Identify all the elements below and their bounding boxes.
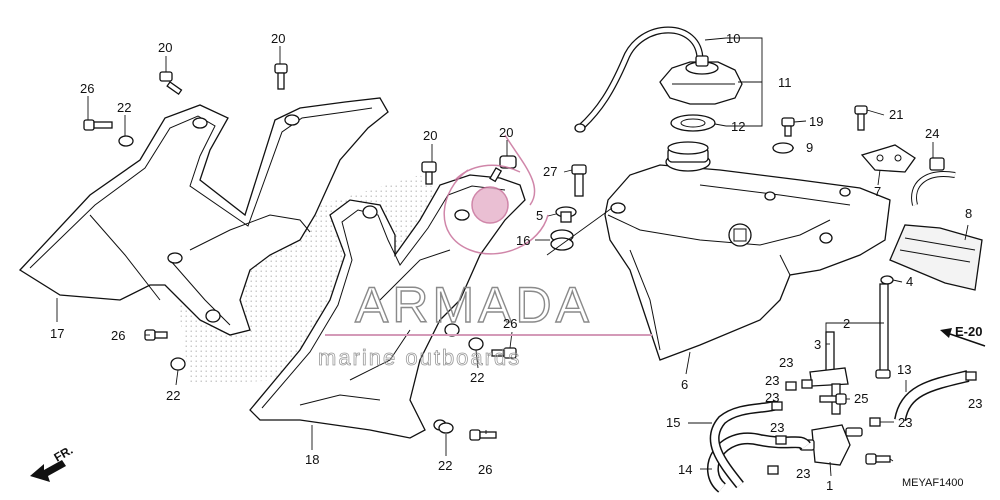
watermark-logo-icon — [443, 134, 549, 255]
fuel-hose-part-14[interactable] — [706, 432, 811, 493]
diagram-code: MEYAF1400 — [902, 477, 964, 489]
callout-4: 4 — [906, 274, 913, 289]
breather-hose-part-10[interactable] — [574, 26, 704, 133]
callout-20: 20 — [158, 40, 172, 55]
bolt-part-21[interactable] — [854, 105, 868, 131]
collar-part-22a[interactable] — [118, 135, 134, 147]
bolt-part-20c[interactable] — [421, 161, 437, 185]
callout-8: 8 — [965, 206, 972, 221]
bolt-part-25[interactable] — [819, 393, 847, 405]
callout-19: 19 — [809, 114, 823, 129]
callout-24: 24 — [925, 126, 939, 141]
callout-22: 22 — [470, 370, 484, 385]
clip-part-23g[interactable] — [965, 371, 977, 381]
collar-part-5[interactable] — [555, 206, 577, 223]
direction-label: FR. — [52, 443, 76, 465]
callout-20: 20 — [271, 31, 285, 46]
collar-part-22b[interactable] — [170, 357, 186, 371]
callout-5: 5 — [536, 208, 543, 223]
callout-14: 14 — [678, 462, 692, 477]
callout-20: 20 — [423, 128, 437, 143]
callout-20: 20 — [499, 125, 513, 140]
callout-9: 9 — [806, 140, 813, 155]
fuel-cap-part-11[interactable] — [659, 55, 743, 105]
callout-26: 26 — [503, 316, 517, 331]
front-arrow-icon — [30, 460, 66, 482]
bolt-part-26d[interactable] — [469, 429, 497, 441]
callout-25: 25 — [854, 391, 868, 406]
callout-23: 23 — [968, 396, 982, 411]
bolt-part-27[interactable] — [571, 164, 587, 197]
callout-11: 11 — [778, 75, 792, 90]
fuel-cock-part-1[interactable] — [799, 424, 863, 466]
bolt-part-20a[interactable] — [159, 71, 183, 96]
callout-21: 21 — [889, 107, 903, 122]
tank-band-part-24[interactable] — [911, 157, 956, 206]
callout-23: 23 — [765, 373, 779, 388]
watermark-tagline: marine outboards — [318, 345, 521, 370]
ref-arrow-icon — [940, 328, 986, 347]
clip-part-23c[interactable] — [771, 401, 783, 411]
bolt-part-2[interactable] — [875, 283, 891, 379]
callout-16: 16 — [516, 233, 530, 248]
callout-26: 26 — [478, 462, 492, 477]
callout-23: 23 — [779, 355, 793, 370]
fuel-tank-part-6[interactable] — [604, 141, 891, 361]
callout-23: 23 — [898, 415, 912, 430]
watermark-brand: ARMADA — [355, 277, 593, 333]
grommet-part-16[interactable] — [550, 229, 574, 251]
fuel-hose-part-15[interactable] — [709, 399, 781, 489]
callout-26: 26 — [80, 81, 94, 96]
callout-22: 22 — [438, 458, 452, 473]
callout-6: 6 — [681, 377, 688, 392]
callout-22: 22 — [166, 388, 180, 403]
left-shroud-part-17[interactable] — [18, 97, 389, 336]
bolt-part-19[interactable] — [781, 117, 795, 137]
callout-23: 23 — [796, 466, 810, 481]
callout-E-20: E-20 — [955, 324, 982, 339]
cap-gasket-part-12[interactable] — [670, 114, 716, 132]
callout-26: 26 — [111, 328, 125, 343]
bracket-part-7[interactable] — [860, 144, 916, 173]
bolt-part-20b[interactable] — [274, 63, 288, 90]
clip-part-23b[interactable] — [801, 379, 813, 389]
callout-3: 3 — [814, 337, 821, 352]
clip-part-23f[interactable] — [869, 417, 881, 427]
callout-10: 10 — [726, 31, 740, 46]
callout-15: 15 — [666, 415, 680, 430]
callout-17: 17 — [50, 326, 64, 341]
bolt-part-26e[interactable] — [865, 453, 891, 465]
callout-1: 1 — [826, 478, 833, 493]
callout-22: 22 — [117, 100, 131, 115]
callout-18: 18 — [305, 452, 319, 467]
grommet-part-9[interactable] — [772, 142, 794, 154]
bolt-part-26c[interactable] — [491, 347, 517, 359]
leader-lines — [56, 37, 969, 477]
collar-part-22d[interactable] — [438, 422, 454, 434]
clip-part-23d[interactable] — [775, 435, 787, 445]
callout-12: 12 — [731, 119, 745, 134]
callout-27: 27 — [543, 164, 557, 179]
callout-23: 23 — [770, 420, 784, 435]
callout-7: 7 — [874, 184, 881, 199]
bolt-part-26a[interactable] — [83, 119, 113, 131]
clip-part-23e[interactable] — [767, 465, 779, 475]
callout-23: 23 — [765, 390, 779, 405]
clip-part-23a[interactable] — [785, 381, 797, 391]
fuel-hose-part-13[interactable] — [894, 370, 970, 422]
washer-part-4[interactable] — [880, 275, 894, 285]
callout-13: 13 — [897, 362, 911, 377]
callout-2: 2 — [843, 316, 850, 331]
tank-guard-part-8[interactable] — [889, 224, 983, 291]
